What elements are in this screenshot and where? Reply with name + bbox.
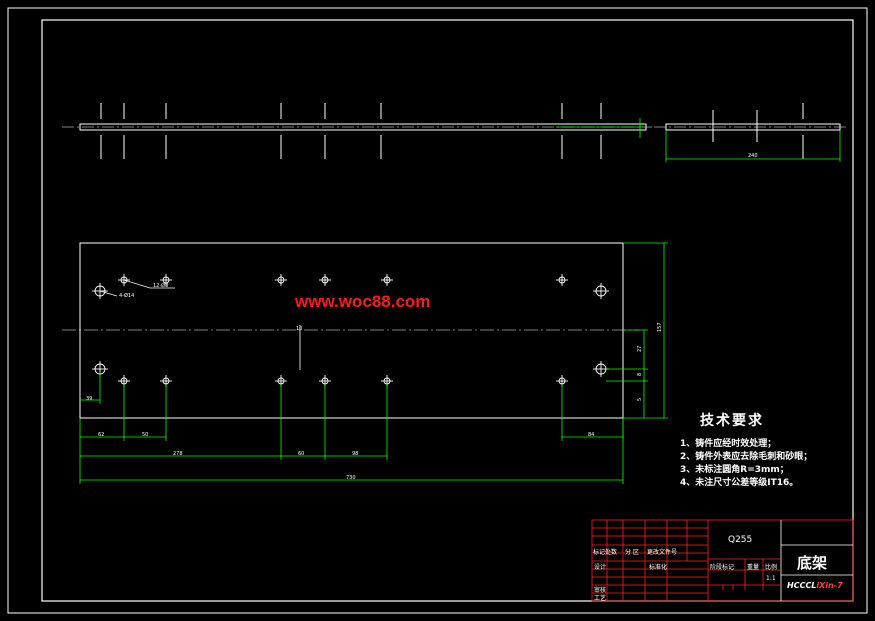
- tb-label-change: 更改文件号: [647, 549, 678, 556]
- tb-label-zone: 分 区: [625, 549, 639, 556]
- dim-height-a: 27: [637, 346, 643, 352]
- tech-requirements-title: 技术要求: [700, 413, 764, 429]
- dim-height-c: 5: [637, 398, 643, 401]
- hole-small: [556, 274, 568, 286]
- hole-callout-leaders: [99, 279, 175, 297]
- dim-segment-c: 98: [352, 451, 358, 457]
- drawing-frame: [41, 19, 854, 602]
- hole-small: [160, 274, 172, 286]
- dim-height-b: 8: [637, 373, 643, 376]
- tb-label-weight: 重量: [747, 564, 760, 571]
- dim-spacing-b: 50: [142, 432, 148, 438]
- dimension-lines: [79, 242, 668, 484]
- dim-left-offset: 39: [86, 396, 92, 402]
- tb-label-std: 标准化: [649, 564, 668, 571]
- tb-label-mark: 标记处数: [593, 549, 618, 556]
- drawing-code: HCCCLiXin-7: [787, 581, 843, 590]
- tb-scale: 1:1: [766, 575, 776, 582]
- hole-small: [275, 274, 287, 286]
- material-label: Q255: [728, 535, 753, 545]
- dim-spacing-a: 62: [98, 432, 104, 438]
- dim-top-length: 240: [748, 153, 758, 159]
- dim-overall-length: 730: [346, 475, 356, 481]
- center-mark-label: 10: [296, 326, 302, 332]
- title-block-grid: [591, 519, 854, 602]
- dim-right-spacing: 84: [588, 432, 594, 438]
- watermark-url: www.woc88.com: [295, 292, 431, 311]
- hole-callout-b: 12-Ø8: [153, 282, 168, 289]
- drawing-code-suffix: iXin-7: [816, 581, 843, 590]
- side-view-strip: [62, 103, 652, 159]
- tb-label-process: 工艺: [594, 595, 607, 602]
- tech-requirement-item: 3、未标注圆角R=3mm；: [680, 465, 789, 475]
- tech-requirement-item: 4、未注尺寸公差等级IT16。: [680, 478, 799, 488]
- plate-plan-view: [62, 242, 640, 419]
- dim-height-total: 157: [657, 322, 663, 332]
- mounting-holes: [92, 274, 609, 387]
- tb-label-stage: 阶段标记: [710, 564, 735, 571]
- dim-segment-a: 278: [173, 451, 183, 457]
- drawing-code-prefix: HCCCL: [787, 581, 817, 590]
- hole-callout-a: 4-Ø14: [119, 292, 134, 299]
- hole-large: [593, 283, 609, 299]
- outer-border: [7, 7, 868, 614]
- tb-label-review: 审核: [594, 587, 607, 594]
- tech-requirement-item: 1、铸件应经时效处理；: [680, 439, 777, 449]
- dim-segment-b: 60: [298, 451, 304, 457]
- tb-label-ratio: 比例: [765, 564, 778, 571]
- tech-requirement-item: 2、铸件外表应去除毛刺和砂眼；: [680, 452, 813, 462]
- right-side-view: [654, 103, 846, 162]
- part-name: 底架: [797, 554, 828, 572]
- hole-small: [319, 274, 331, 286]
- tb-label-design: 设计: [594, 564, 607, 571]
- hole-small: [381, 274, 393, 286]
